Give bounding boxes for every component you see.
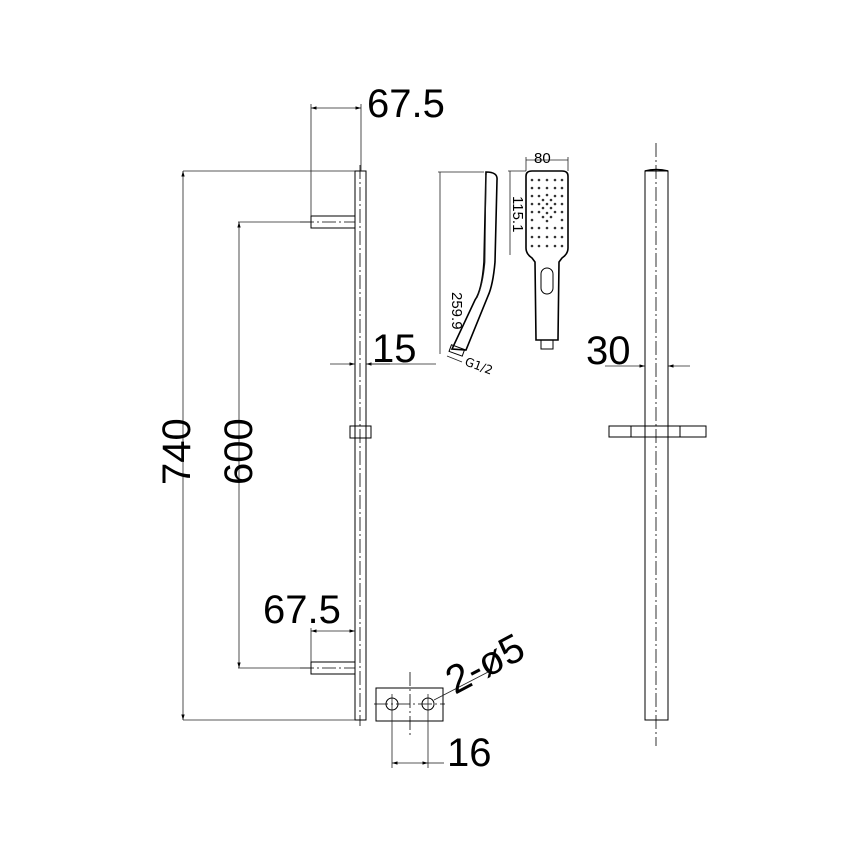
- slider-clamp: [608, 425, 707, 438]
- bracket-plan: 16 2-ø5: [374, 625, 532, 775]
- dim-hole-spec: 2-ø5: [439, 625, 532, 702]
- dim-rail-diameter-side: 30: [586, 329, 631, 373]
- dim-bottom-bracket-offset: 67.5: [263, 588, 341, 632]
- rail-body: [354, 170, 367, 721]
- dim-top-bracket-offset: 67.5: [367, 82, 445, 126]
- dim-bracket-spacing: 600: [217, 418, 261, 485]
- dim-thread-spec: G1/2: [463, 355, 495, 378]
- slider-block: [349, 425, 372, 439]
- dim-head-width: 80: [534, 150, 551, 167]
- bracket-plate: [375, 687, 444, 722]
- handset-connector: [540, 339, 554, 350]
- dim-rail-diameter-front: 15: [372, 327, 417, 371]
- handset-front-view: 80 115.1: [508, 150, 569, 350]
- dim-hole-spacing: 16: [447, 731, 492, 775]
- front-view: 67.5 740 600 15 67.5: [155, 82, 445, 726]
- side-view: 30: [586, 143, 707, 746]
- dim-overall-height: 740: [155, 418, 199, 485]
- dim-head-height: 115.1: [509, 196, 526, 232]
- handset-side-outline: [450, 171, 498, 351]
- rail-side-body: [644, 170, 669, 721]
- thread-connector: [448, 344, 466, 357]
- spray-nozzles: [530, 178, 564, 248]
- dim-handset-length: 259.9: [448, 292, 465, 330]
- handset-face-outline: [525, 170, 569, 341]
- handset-button: [540, 267, 554, 295]
- handset-side-view: 259.9 G1/2: [438, 171, 498, 378]
